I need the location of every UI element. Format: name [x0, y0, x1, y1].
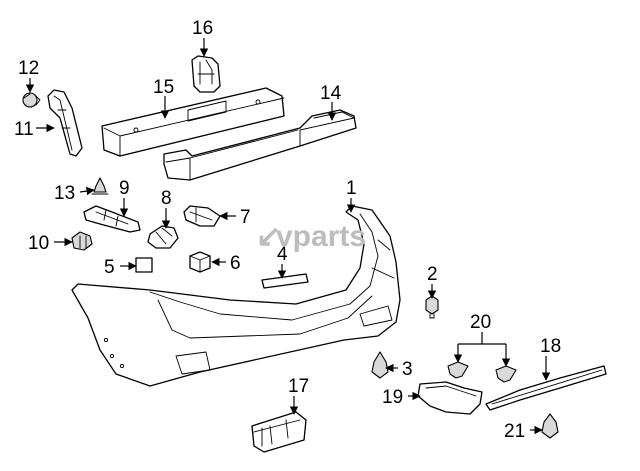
part-3-clip[interactable] [371, 351, 389, 379]
part-10-clip[interactable] [71, 231, 93, 251]
callout-20: 20 [470, 312, 491, 333]
part-8-bracket[interactable] [147, 225, 179, 249]
callout-12: 12 [18, 58, 39, 79]
callout-11: 11 [14, 119, 34, 140]
callout-labels: 16 15 14 12 11 13 9 8 7 10 5 6 1 4 2 3 1… [14, 18, 561, 442]
callout-15: 15 [153, 77, 174, 98]
part-20-clips[interactable] [447, 361, 517, 383]
part-13-clip[interactable] [91, 177, 109, 195]
callout-21: 21 [504, 421, 525, 442]
part-1-bumper-cover[interactable] [71, 205, 401, 387]
callout-3: 3 [402, 359, 413, 380]
part-2-screw[interactable] [425, 295, 439, 319]
callout-8: 8 [161, 188, 172, 209]
callout-4: 4 [277, 244, 288, 265]
callout-9: 9 [119, 178, 130, 199]
callout-1: 1 [346, 178, 357, 199]
part-11-retainer[interactable] [47, 89, 83, 157]
part-6-spacer[interactable] [189, 251, 211, 273]
callout-10: 10 [28, 233, 49, 254]
watermark-mark: ↙ [256, 220, 281, 253]
watermark: ↙ vparts [256, 220, 366, 253]
part-9-bracket[interactable] [83, 205, 141, 233]
callout-2: 2 [427, 264, 438, 285]
part-4-reflector[interactable] [261, 273, 309, 289]
part-12-clip[interactable] [22, 92, 41, 108]
part-18-molding[interactable] [485, 365, 607, 411]
callout-7: 7 [240, 207, 251, 228]
callout-19: 19 [382, 387, 403, 408]
callout-16: 16 [192, 18, 213, 39]
callout-13: 13 [54, 183, 75, 204]
callout-14: 14 [320, 83, 342, 104]
part-17-bracket[interactable] [251, 411, 307, 453]
part-14-absorber[interactable] [163, 109, 357, 181]
part-7-bracket[interactable] [183, 205, 221, 227]
part-15-reinforcement[interactable] [101, 87, 285, 157]
callout-17: 17 [288, 376, 309, 397]
callout-5: 5 [104, 257, 115, 278]
part-21-clip[interactable] [541, 413, 559, 439]
leader-lines [25, 38, 551, 435]
part-16-bracket[interactable] [191, 55, 221, 93]
callout-18: 18 [540, 336, 561, 357]
watermark-text: vparts [276, 220, 366, 253]
callout-6: 6 [230, 253, 241, 274]
part-19-garnish[interactable] [417, 381, 483, 415]
part-5-pad[interactable] [135, 257, 153, 273]
